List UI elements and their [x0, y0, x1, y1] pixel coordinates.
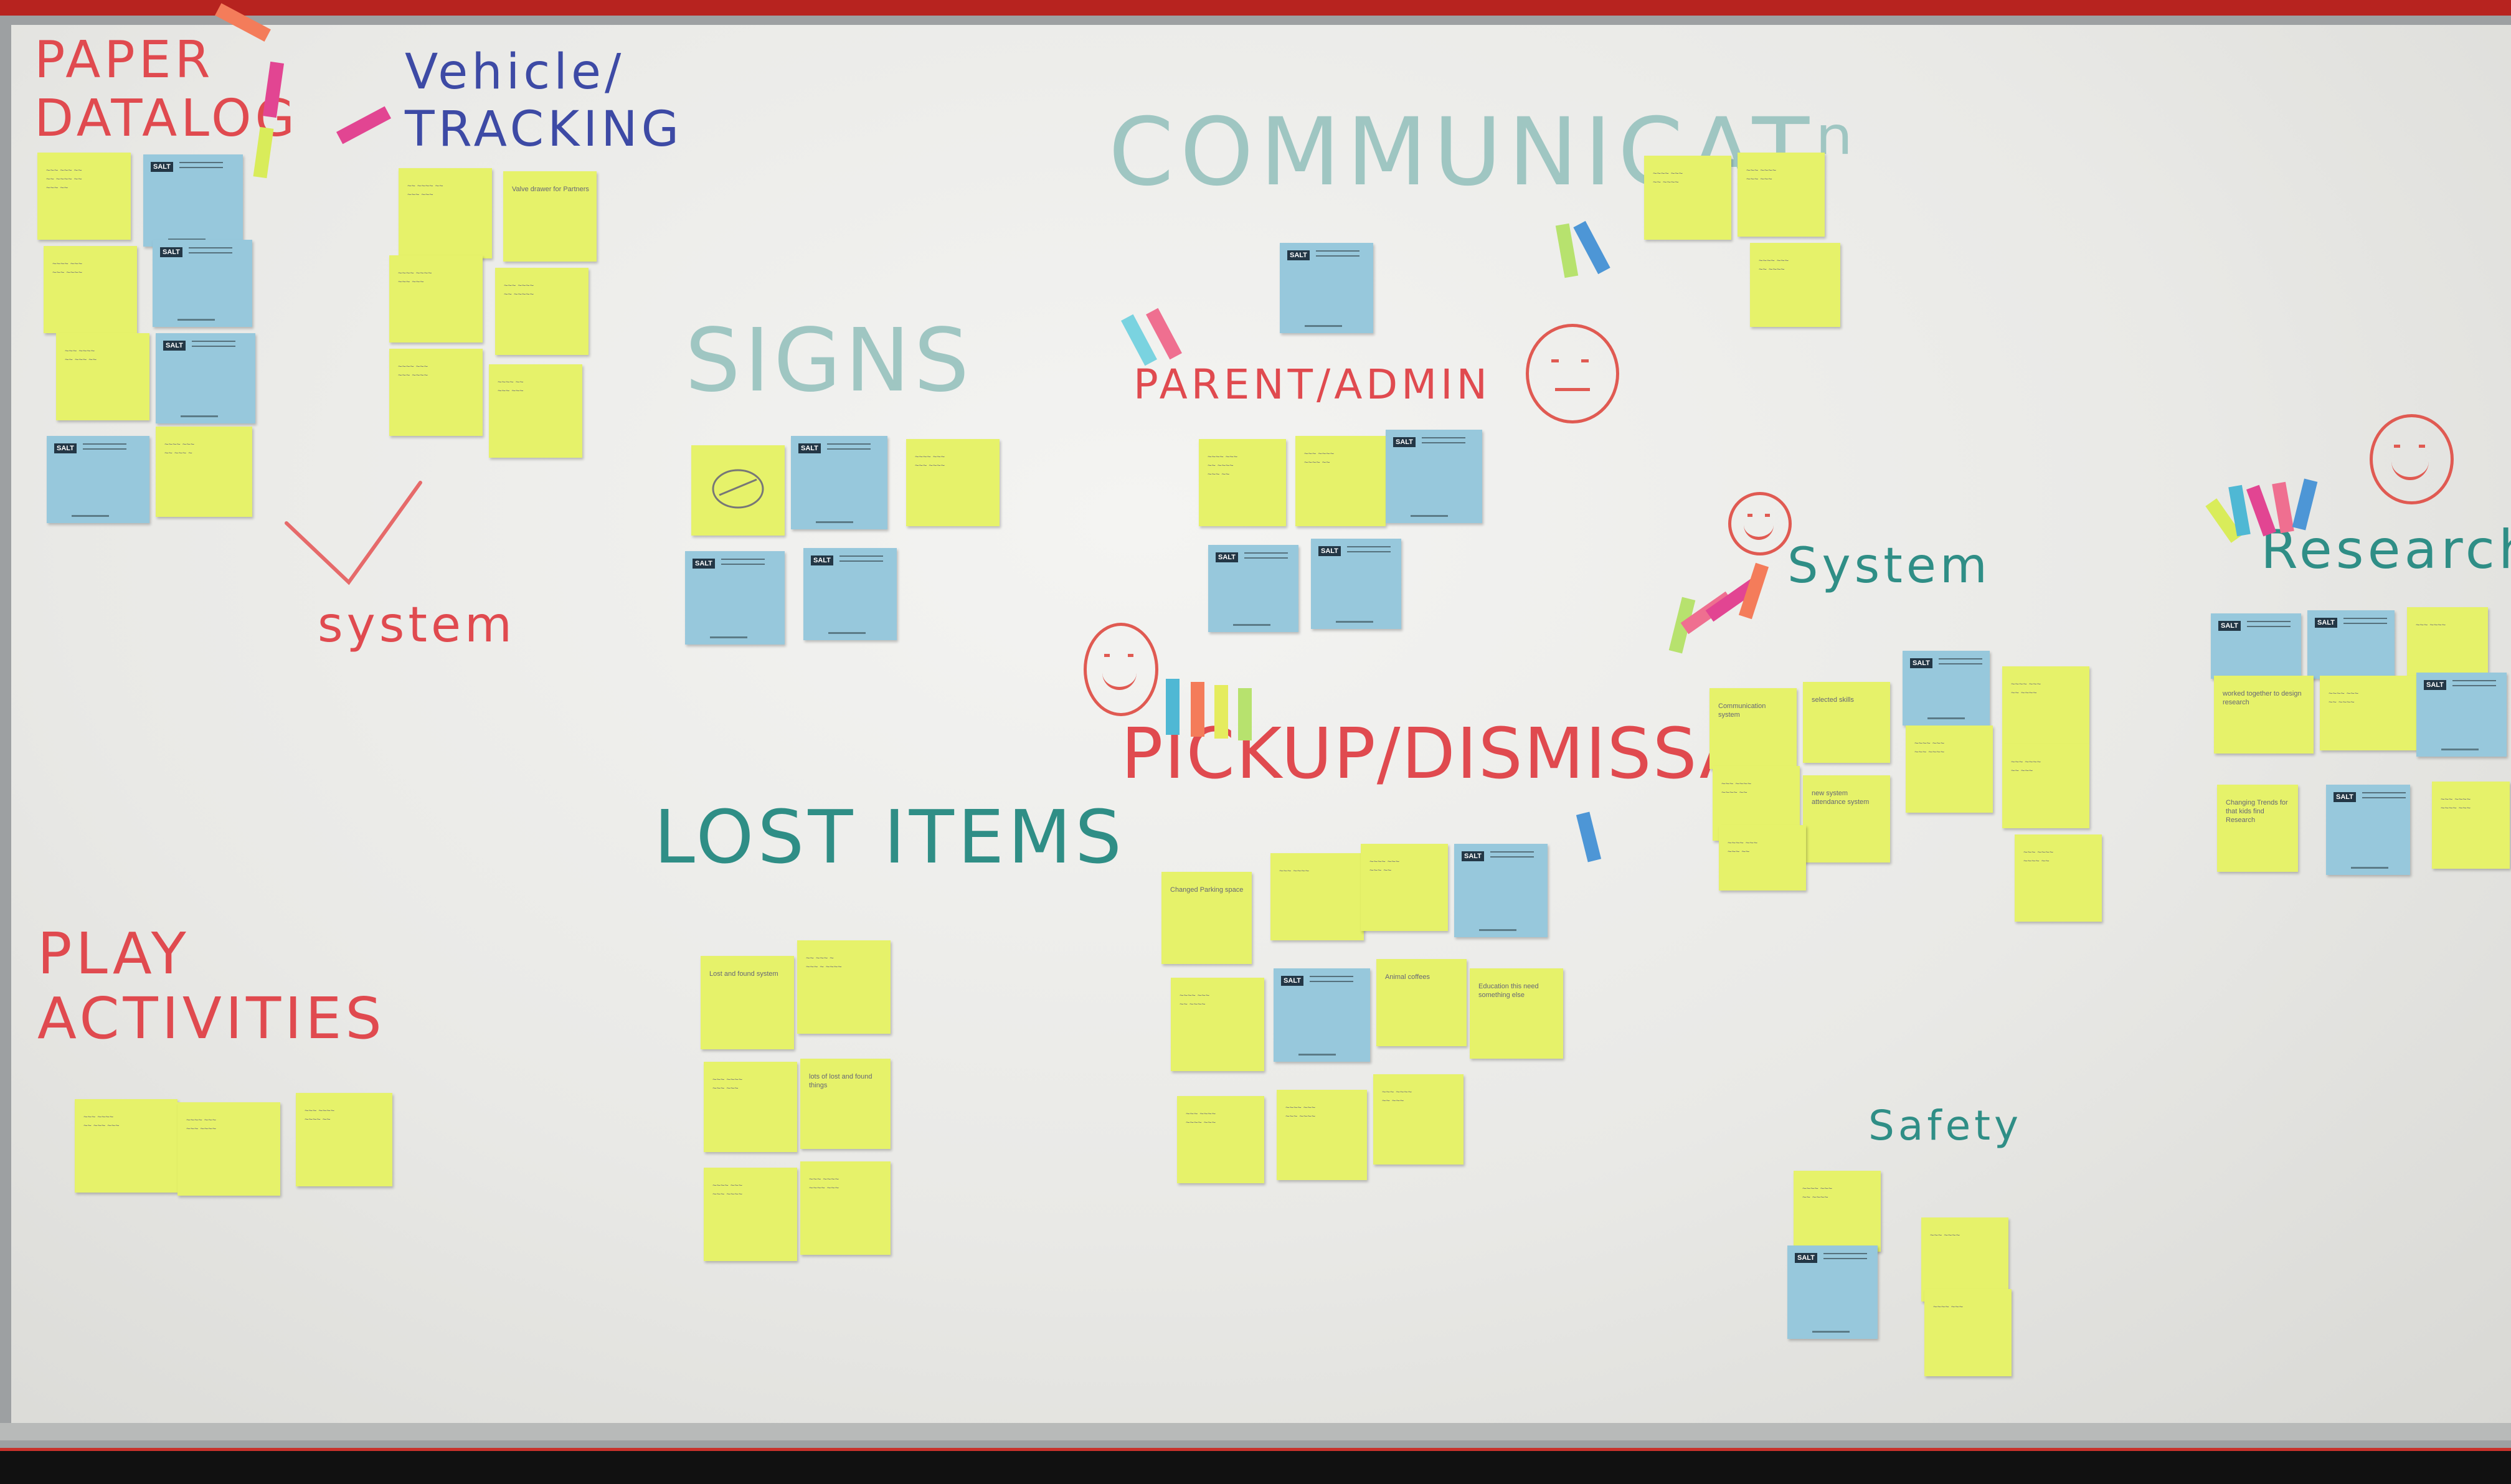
sticky-note-blue: SALT: [2326, 785, 2410, 875]
heading-pickup-dismissal: PICKUP/DISMISSAL: [1121, 714, 1789, 795]
sticky-note: ~~~ ~~~~~~ ~~~ ~~~: [75, 1099, 177, 1193]
sticky-note: ~~~~ ~~~: [1924, 1289, 2012, 1376]
sticky-note-blue: SALT: [1903, 651, 1990, 725]
sticky-note: ~~~~ ~~~~~ ~~~~: [1794, 1171, 1881, 1252]
heading-paper-datalog: PAPER DATALOG: [34, 31, 299, 148]
sticky-note: ~~~~ ~~~~~~ ~~~~: [906, 439, 1000, 526]
checkmark-drawing: [285, 481, 422, 585]
sticky-note: ~~~ ~~~~~~ ~~~: [1373, 1074, 1464, 1165]
flag-tab: [1166, 679, 1180, 735]
sticky-note: ~~~~ ~~~~~ ~~~~: [2002, 666, 2089, 744]
sticky-note-blue: SALT: [1386, 430, 1482, 523]
sticky-note: ~~~~ ~~~~~~ ~~~~: [1277, 1090, 1367, 1180]
floor-shadow: [0, 1451, 2511, 1484]
sticky-note: ~~~~ ~~~~~ ~~~~~~~ ~~: [1199, 439, 1286, 526]
sticky-note: Changed Parking space: [1161, 872, 1252, 964]
sticky-note: ~~~ ~~~~~~~ ~~~: [1738, 153, 1825, 237]
smiley-face-drawing: [1728, 492, 1792, 555]
neutral-face-drawing: [1526, 324, 1619, 423]
sticky-note: ~~~ ~~~~~~~~ ~~: [2015, 834, 2102, 922]
sticky-note: ~~~ ~~~~~~~~ ~~~: [2432, 782, 2510, 869]
sticky-note: Animal coffees: [1376, 959, 1467, 1046]
sticky-note-blue: SALT: [1454, 844, 1548, 937]
sticky-note-blue: SALT: [1787, 1245, 1878, 1339]
sticky-note: [691, 445, 785, 536]
sticky-note-blue: SALT: [1274, 968, 1370, 1062]
sticky-note-blue: SALT: [1311, 539, 1401, 629]
sticky-note: ~~~~ ~~~~~ ~~~ ~: [156, 427, 252, 517]
sticky-note: ~~~ ~~~~~~~~ ~~~: [1177, 1096, 1264, 1183]
sticky-note-blue: SALT: [685, 551, 785, 645]
sticky-note: ~~~ ~~~~~~~~ ~~: [1295, 436, 1386, 526]
sticky-note: new system attendance system: [1803, 775, 1890, 863]
sticky-note: Valve drawer for Partners: [503, 171, 597, 262]
sticky-note-blue: SALT: [47, 436, 149, 523]
sticky-note: lots of lost and found things: [800, 1059, 891, 1149]
sticky-note-blue: SALT: [2307, 610, 2395, 679]
sticky-note-blue: SALT: [2416, 673, 2507, 757]
flag-tab: [1214, 685, 1228, 739]
sticky-note: ~~~~ ~~~~~~ ~~~~: [44, 246, 137, 333]
sticky-note: ~~~ ~~~~~~ ~~~: [2002, 744, 2089, 828]
sticky-note-blue: SALT: [1208, 545, 1298, 632]
sticky-note: Lost and found system: [701, 956, 794, 1049]
sticky-note: ~~~ ~~~~: [2407, 607, 2488, 679]
marker-tray: [0, 1423, 2511, 1440]
heading-parent-admin: PARENT/ADMIN: [1133, 361, 1491, 409]
sticky-note-blue: SALT: [143, 154, 243, 247]
sticky-note-blue: SALT: [153, 240, 252, 327]
sticky-note: ~~~~ ~~~~~ ~~~: [489, 364, 582, 458]
sticky-note: ~~~~ ~~~~~ ~~~~: [1644, 156, 1731, 240]
sticky-note-blue: SALT: [791, 436, 887, 529]
sticky-note: Education this need something else: [1470, 968, 1563, 1059]
sticky-note: ~~~~ ~~~~~~ ~~: [1719, 825, 1806, 891]
flag-tab: [1238, 688, 1252, 740]
sticky-note: ~~~~ ~~~~~ ~~~~: [1750, 243, 1840, 327]
sticky-note: ~~~ ~~~~: [1921, 1217, 2008, 1302]
flag-tab: [1191, 682, 1204, 737]
sticky-note: ~~~~ ~~~~~~ ~~: [1361, 844, 1448, 931]
smiley-face-drawing: [1084, 623, 1158, 716]
heading-play-activities: PLAY ACTIVITIES: [37, 920, 385, 1052]
sticky-note-blue: SALT: [1280, 243, 1373, 333]
sticky-note: ~~~ ~~~~~~~~ ~~~: [800, 1161, 891, 1255]
sticky-note: selected skills: [1803, 682, 1890, 763]
sticky-note: ~~ ~~~ ~~~~ ~ ~~~~: [797, 940, 891, 1034]
heading-system-left: system: [318, 597, 516, 653]
sticky-note: ~~~ ~~~~~~ ~~~~~: [495, 268, 589, 355]
sticky-note: ~~~ ~~~~~~ ~~~ ~~: [56, 333, 149, 420]
sticky-note: ~~~ ~~~~~~~~ ~~: [296, 1093, 392, 1186]
sign-sketch-icon: [712, 469, 764, 509]
sticky-note: ~~~~ ~~~~~~ ~~~~: [1906, 725, 1993, 813]
sticky-note: worked together to design research: [2214, 676, 2314, 754]
heading-lost-items: LOST ITEMS: [654, 794, 1126, 880]
sticky-note: ~~~ ~~~~: [1270, 853, 1364, 940]
sticky-note-blue: SALT: [803, 548, 897, 640]
sticky-note: ~~~~ ~~~~~~ ~~~~: [389, 349, 483, 436]
sticky-note: Changing Trends for that kids find Resea…: [2217, 785, 2298, 872]
sticky-note-blue: SALT: [156, 333, 255, 423]
heading-vehicle-tracking: Vehicle/ TRACKING: [405, 44, 683, 158]
sticky-note: ~~~~ ~~~~~ ~~~~: [1171, 978, 1264, 1071]
heading-research: Research: [2261, 519, 2511, 581]
sticky-note: Communication system: [1709, 688, 1797, 769]
sticky-note: ~~~ ~~~ ~~~~ ~~~~ ~~~~~ ~~: [37, 153, 131, 240]
heading-safety: Safety: [1868, 1102, 2023, 1150]
sticky-note: ~~ ~~~~ ~~~~~ ~~~: [399, 168, 492, 258]
sticky-note: ~~~~ ~~~~~~ ~~~~: [177, 1102, 280, 1196]
smiley-face-drawing: [2370, 414, 2454, 504]
sticky-note: ~~~ ~~~~~~~ ~~~: [704, 1062, 797, 1152]
sticky-note: ~~~~ ~~~~~~~ ~~~: [389, 255, 483, 343]
sticky-note-blue: SALT: [2211, 613, 2301, 679]
heading-system-right: System: [1787, 538, 1991, 594]
sticky-note: ~~~~ ~~~~~~ ~~~~: [704, 1168, 797, 1261]
sticky-note: ~~~~ ~~~~~ ~~~~: [2320, 676, 2419, 750]
heading-signs: SIGNS: [685, 310, 973, 412]
